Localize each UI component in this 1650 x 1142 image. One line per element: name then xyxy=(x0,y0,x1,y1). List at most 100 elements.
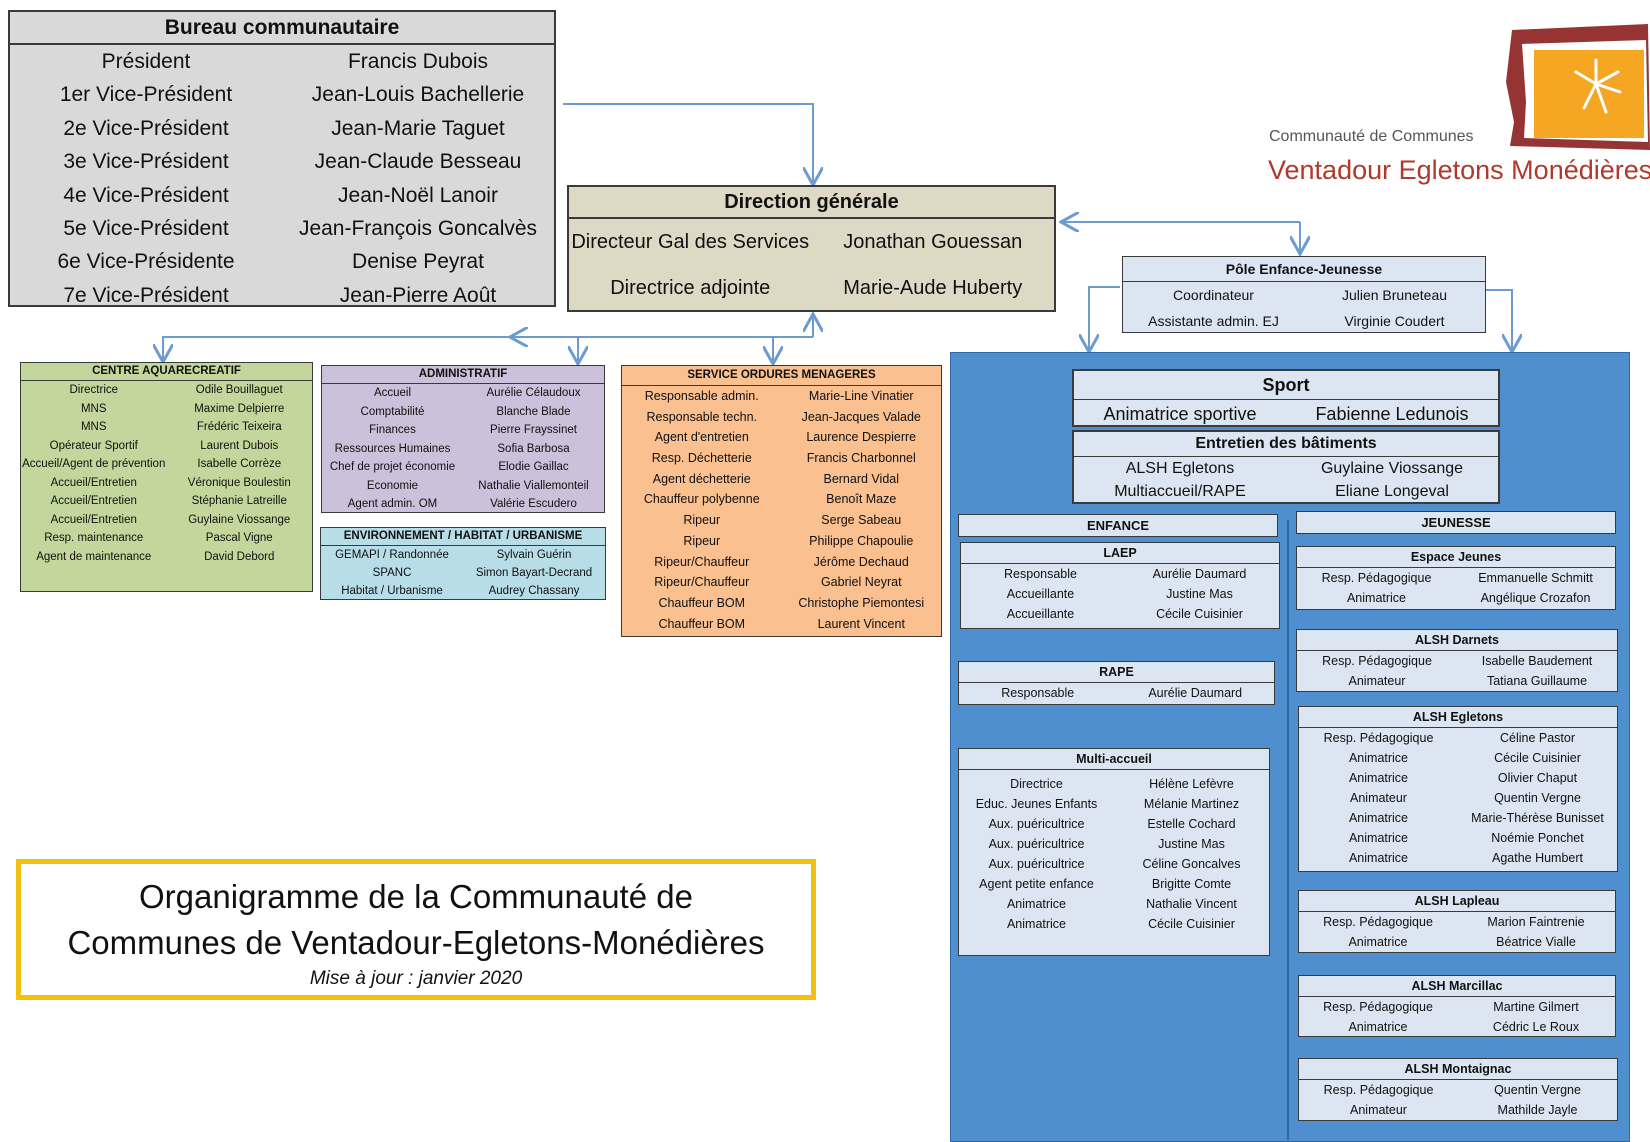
alsh-marcillac-title: ALSH Marcillac xyxy=(1299,976,1615,997)
person-name: Jean-Pierre Août xyxy=(339,283,497,307)
role-label: Animatrice xyxy=(1348,751,1409,765)
role-label: 6e Vice-Présidente xyxy=(57,250,235,274)
role-label: 1er Vice-Président xyxy=(59,83,233,107)
person-name: Cécile Cuisinier xyxy=(1494,751,1581,765)
person-name: Isabelle Baudement xyxy=(1481,654,1593,668)
multi-accueil-title: Multi-accueil xyxy=(959,749,1269,770)
role-label: 2e Vice-Président xyxy=(63,116,229,140)
role-label: Ressources Humaines xyxy=(334,442,451,455)
arrow-pole-right xyxy=(1486,289,1512,350)
pole-title: Pôle Enfance-Jeunesse xyxy=(1123,257,1485,282)
table-row: Responsable admin.Marie-Line Vinatier xyxy=(622,386,941,407)
role-label: Resp. maintenance xyxy=(44,532,144,544)
role-label: Accueillante xyxy=(1006,607,1075,621)
person-name: Laurent Vincent xyxy=(817,616,905,631)
role-label: Educ. Jeunes Enfants xyxy=(975,797,1098,811)
role-label: Comptabilité xyxy=(360,405,425,418)
person-name: Quentin Vergne xyxy=(1494,791,1581,805)
person-name: Noémie Ponchet xyxy=(1491,831,1584,845)
person-name: Jean-François Goncalvès xyxy=(298,216,538,240)
role-label: Aux. puéricultrice xyxy=(988,857,1085,871)
person-name: Aurélie Daumard xyxy=(1152,567,1247,581)
role-label: Animatrice xyxy=(1348,1020,1408,1034)
table-row: Animateur Quentin Vergne xyxy=(1299,788,1617,808)
entretien-title: Entretien des bâtiments xyxy=(1074,432,1498,457)
person-name: Brigitte Comte xyxy=(1151,877,1232,891)
person-name: Cécile Cuisinier xyxy=(1148,917,1235,931)
role-label: Président xyxy=(101,50,191,73)
table-row: Ressources Humaines Sofia Barbosa xyxy=(322,440,604,459)
person-name: Céline Pastor xyxy=(1499,731,1576,745)
table-row: Comptabilité Blanche Blade xyxy=(322,403,604,422)
espace-jeunes-title: Espace Jeunes xyxy=(1297,547,1615,568)
person-name: Guylaine Viossange xyxy=(1320,460,1464,477)
person-name: Benoît Maze xyxy=(826,492,897,507)
title-line-1: Organigramme de la Communauté de xyxy=(139,878,693,915)
role-label: Animateur xyxy=(1350,791,1407,805)
role-label: Aux. puéricultrice xyxy=(988,817,1085,831)
person-name: Agathe Humbert xyxy=(1491,851,1584,865)
ordures-menageres-box: SERVICE ORDURES MENAGERES Responsable ad… xyxy=(621,365,942,637)
person-name: Maxime Delpierre xyxy=(194,402,285,415)
person-name: Emmanuelle Schmitt xyxy=(1478,571,1593,585)
ordures-title: SERVICE ORDURES MENAGERES xyxy=(622,366,941,386)
role-label: Accueil xyxy=(373,387,412,399)
aquarecreatif-title: CENTRE AQUARECREATIF xyxy=(21,363,312,381)
person-name: Sofia Barbosa xyxy=(497,442,570,455)
role-label: Ripeur xyxy=(683,513,721,528)
role-label: Responsable xyxy=(1001,686,1075,700)
role-label: Agent déchetterie xyxy=(652,471,751,486)
role-label: Directeur Gal des Services xyxy=(571,231,810,253)
role-label: Animatrice xyxy=(1348,935,1408,949)
role-label: 3e Vice-Président xyxy=(63,150,229,174)
role-label: Finances xyxy=(369,424,416,436)
role-label: Ripeur/Chauffeur xyxy=(654,575,750,590)
person-name: Blanche Blade xyxy=(496,405,571,418)
table-row: Animatrice Cécile Cuisinier xyxy=(1299,748,1617,768)
person-name: Laurent Dubois xyxy=(200,439,279,452)
role-label: Chauffeur BOM xyxy=(658,616,746,631)
person-name: Jonathan Gouessan xyxy=(843,231,1023,253)
person-name: Quentin Vergne xyxy=(1494,1083,1581,1097)
person-name: Aurélie Célaudoux xyxy=(486,387,581,399)
update-date: Mise à jour : janvier 2020 xyxy=(309,968,523,989)
role-label: Opérateur Sportif xyxy=(49,439,138,452)
direction-generale-box: Direction générale Directeur Gal des Ser… xyxy=(567,185,1056,312)
role-label: Accueil/Agent de prévention xyxy=(22,458,166,470)
person-name: Sylvain Guérin xyxy=(496,549,572,561)
person-name: Nathalie Viallemonteil xyxy=(478,479,589,492)
